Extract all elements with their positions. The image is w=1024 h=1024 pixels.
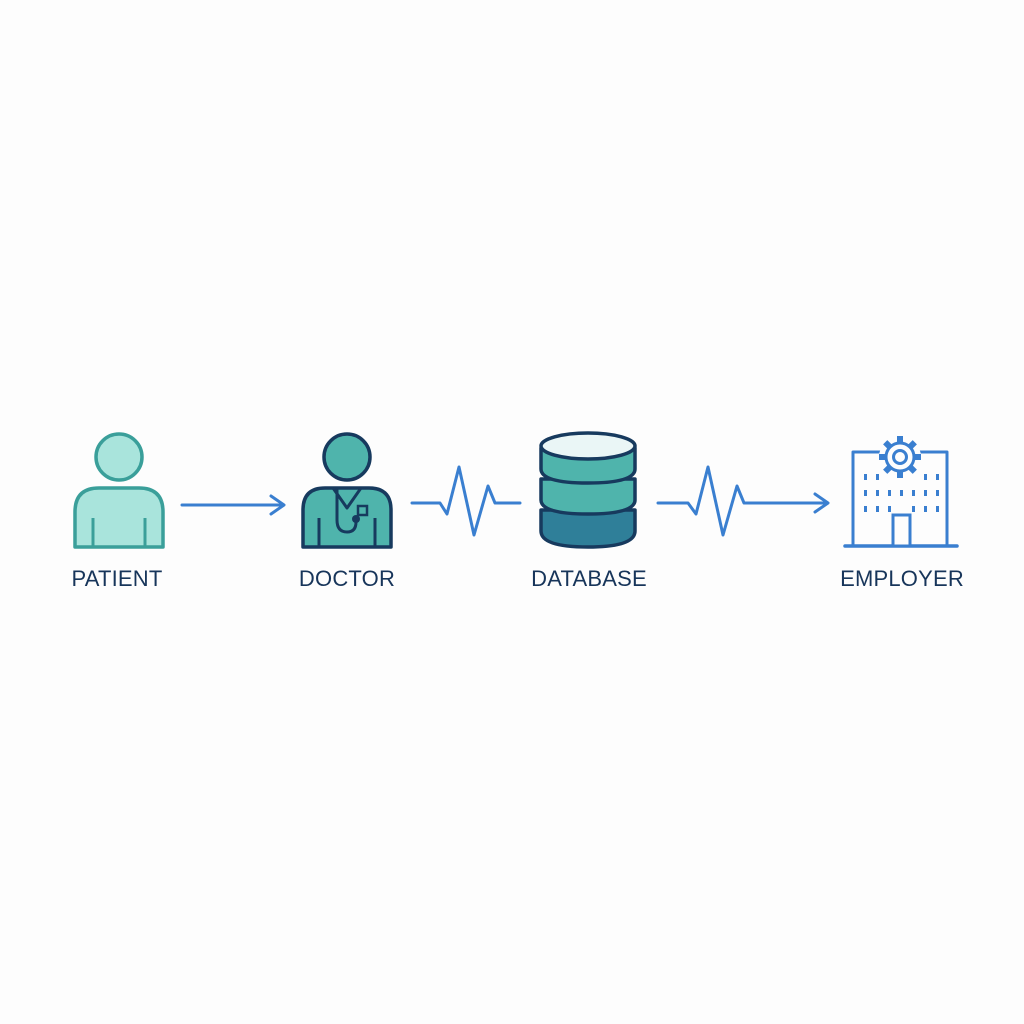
employer-building-icon [843,436,959,548]
database-label: DATABASE [531,566,647,591]
arrow-patient-to-doctor [180,494,286,516]
doctor-icon [301,432,393,549]
database-icon [539,431,637,549]
patient-icon [73,432,165,549]
patient-label: PATIENT [71,566,163,591]
gear-icon [879,436,921,478]
heartbeat-arrow-database-to-employer [656,465,830,537]
employer-label: EMPLOYER [840,566,964,591]
heartbeat-link-doctor-to-database [410,465,522,537]
doctor-label: DOCTOR [298,566,396,591]
